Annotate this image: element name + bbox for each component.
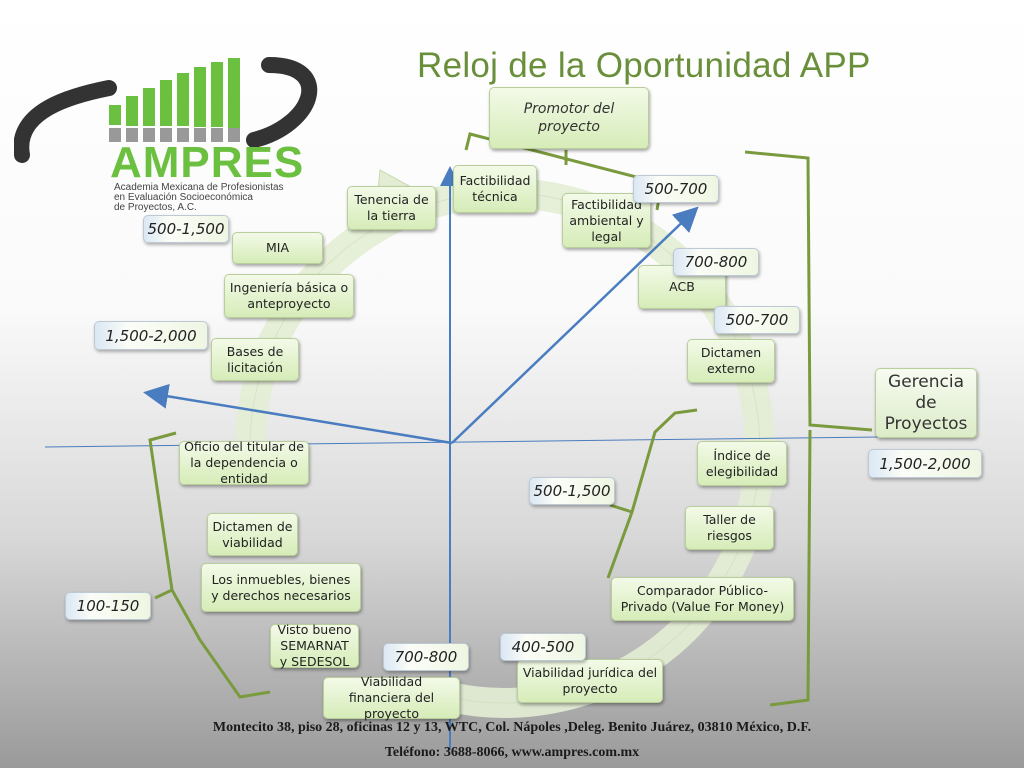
range-label: 1,500-2,000: [868, 449, 982, 478]
ampres-logo: AMPRES Academia Mexicana de Profesionist…: [13, 40, 324, 220]
logo-subtitle-2: en Evaluación Socioeconómica: [114, 192, 253, 203]
step-mia: MIA: [232, 232, 323, 264]
step-bases: Bases de licitación: [211, 338, 299, 381]
gerencia-box: Gerencia de Proyectos: [875, 368, 977, 438]
footer-phone: Teléfono: 3688-8066, www.ampres.com.mx: [384, 745, 640, 760]
logo-graphic: [13, 57, 318, 163]
footer-address: Montecito 38, piso 28, oficinas 12 y 13,…: [212, 720, 812, 735]
step-tenencia: Tenencia de la tierra: [347, 186, 436, 230]
step-viabilidad-juridica: Viabilidad jurídica del proyecto: [517, 659, 663, 703]
range-label: 400-500: [500, 633, 586, 661]
step-indice-elegibilidad: Índice de elegibilidad: [697, 441, 787, 486]
left-arrow: [143, 383, 453, 445]
step-inmuebles: Los inmuebles, bienes y derechos necesar…: [201, 563, 361, 612]
step-factibilidad-tecnica: Factibilidad técnica: [453, 165, 537, 213]
promotor-box: Promotor del proyecto: [489, 87, 649, 149]
range-label: 500-700: [633, 175, 719, 203]
step-ingenieria: Ingeniería básica o anteproyecto: [224, 274, 354, 318]
range-label: 500-700: [714, 306, 800, 334]
step-dictamen-viabilidad: Dictamen de viabilidad: [207, 513, 298, 556]
range-label: 700-800: [383, 643, 469, 671]
bracket-left: [148, 431, 271, 699]
step-comparador: Comparador Público-Privado (Value For Mo…: [611, 577, 794, 621]
logo-subtitle-3: de Proyectos, A.C.: [114, 202, 197, 213]
diagonal-arrow: [451, 206, 699, 444]
step-taller-riesgos: Taller de riesgos: [685, 506, 774, 550]
logo-name: AMPRES: [110, 138, 305, 187]
logo-subtitle-1: Academia Mexicana de Profesionistas: [114, 182, 284, 193]
step-visto-bueno: Visto bueno SEMARNAT y SEDESOL: [270, 622, 359, 669]
page-title: Reloj de la Oportunidad APP: [417, 46, 871, 85]
step-viabilidad-financiera: Viabilidad financiera del proyecto: [323, 674, 460, 721]
step-oficio: Oficio del titular de la dependencia o e…: [179, 439, 309, 486]
range-label: 100-150: [65, 592, 151, 620]
step-dictamen-externo: Dictamen externo: [687, 339, 775, 383]
bracket-center: [606, 408, 698, 579]
range-label: 500-1,500: [529, 477, 615, 505]
range-label: 500-1,500: [143, 215, 229, 243]
range-label: 1,500-2,000: [94, 321, 208, 350]
range-label: 700-800: [673, 248, 759, 276]
bracket-right: [744, 150, 873, 707]
